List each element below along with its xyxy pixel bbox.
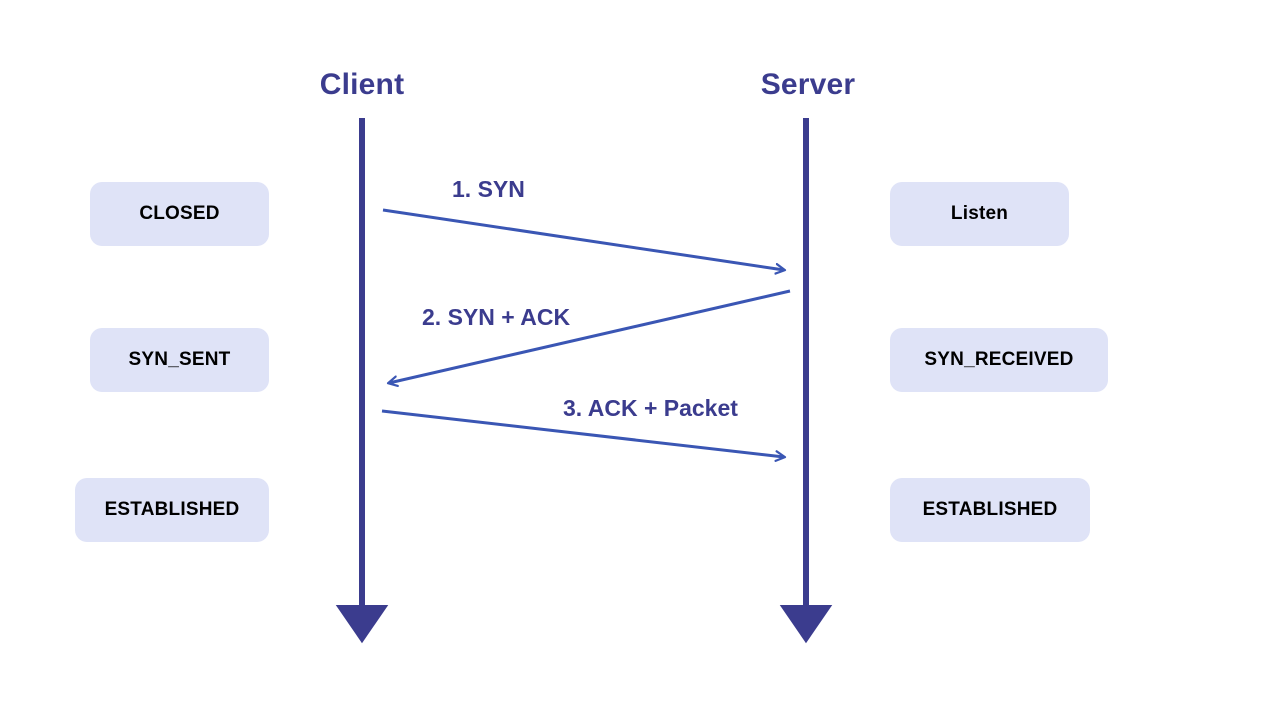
participant-label-client: Client bbox=[319, 68, 405, 101]
state-box-server-listen: Listen bbox=[890, 182, 1069, 246]
state-box-server-established: ESTABLISHED bbox=[890, 478, 1090, 542]
state-box-client-syn-sent: SYN_SENT bbox=[90, 328, 269, 392]
participant-label-server: Server bbox=[760, 68, 856, 101]
message-arrow-2-syn-ack bbox=[389, 289, 791, 383]
state-box-server-syn-received: SYN_RECEIVED bbox=[890, 328, 1108, 392]
message-label-2-syn-ack: 2. SYN + ACK bbox=[422, 304, 571, 330]
state-box-client-closed: CLOSED bbox=[90, 182, 269, 246]
message-arrow-3-ack-packet bbox=[381, 409, 784, 457]
message-label-3-ack-packet: 3. ACK + Packet bbox=[563, 395, 738, 421]
message-label-1-syn: 1. SYN bbox=[452, 176, 525, 202]
state-box-client-established: ESTABLISHED bbox=[75, 478, 269, 542]
message-arrow-1-syn bbox=[382, 208, 784, 270]
